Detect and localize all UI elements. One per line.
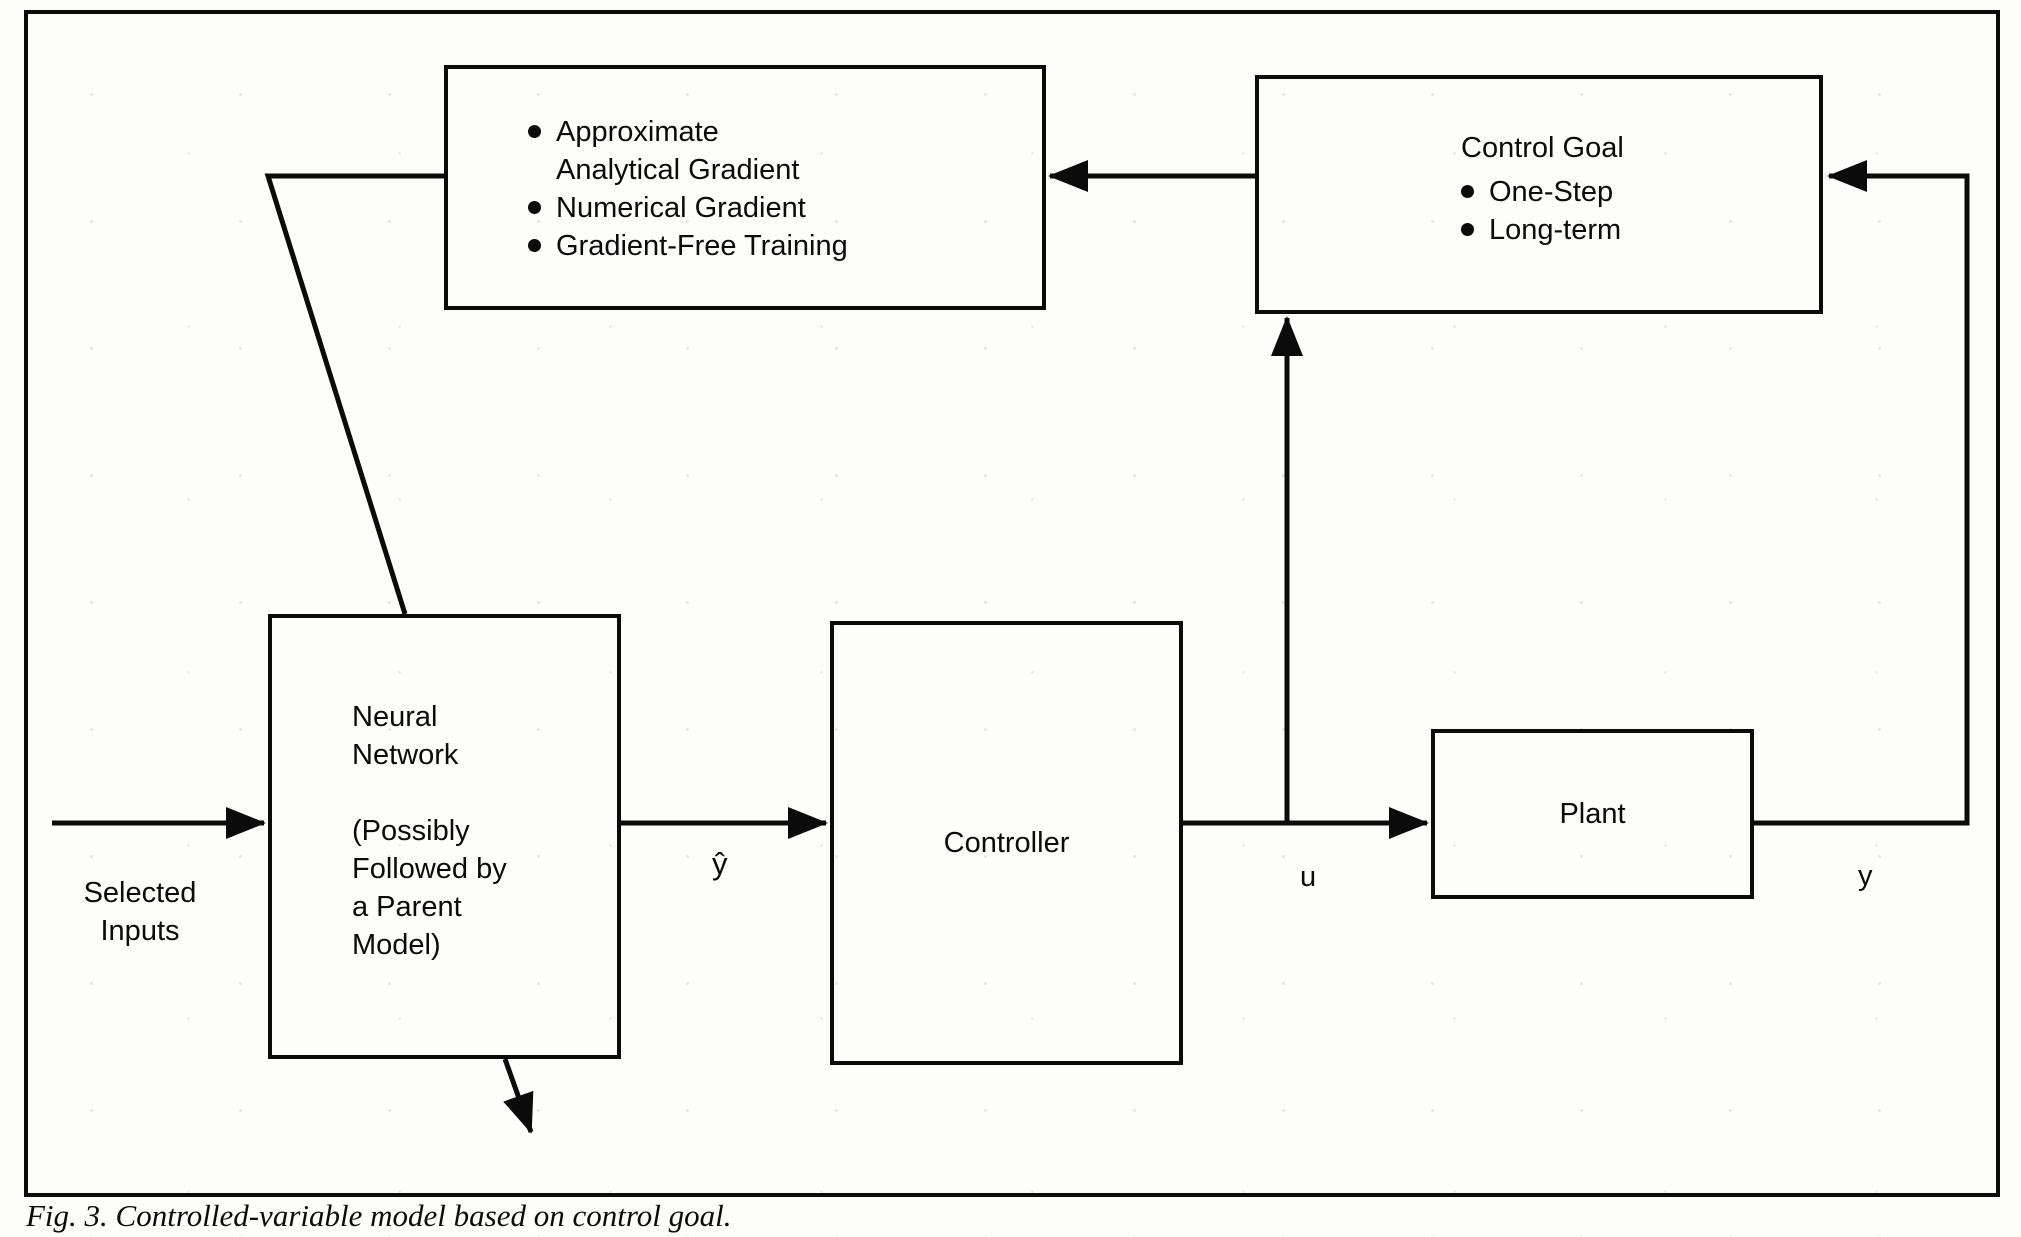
neural-network-label: Network [352,739,459,771]
plant-label: Plant [1559,798,1626,830]
controller-label: Controller [943,827,1070,859]
figure-border [24,10,2000,1197]
list-item: One-Step [1461,173,1799,211]
selected-inputs-line1: Selected [83,877,197,909]
y-label: y [1858,860,1873,892]
training-method-label: Numerical Gradient [556,192,806,224]
u-label: u [1300,861,1317,893]
control-goal-box: Control Goal One-Step Long-term [1255,75,1823,314]
list-item: Approximate Analytical Gradient [528,113,1022,189]
bullet-icon [1461,223,1474,236]
bullet-icon [528,125,541,138]
bullet-icon [528,201,541,214]
control-goal-title: Control Goal [1461,132,1624,164]
figure-caption: Fig. 3. Controlled-variable model based … [26,1198,732,1233]
control-goal-option: One-Step [1489,176,1614,208]
control-goal-option: Long-term [1489,214,1622,246]
selected-inputs-line2: Inputs [100,915,180,947]
list-item: Gradient-Free Training [528,227,1022,265]
list-item: Long-term [1461,211,1799,249]
neural-network-label: Followed by [352,853,507,885]
controller-box: Controller [830,621,1183,1065]
plant-box: Plant [1431,729,1754,899]
y-hat-label: ŷ [712,846,728,881]
neural-network-label: Neural [352,701,438,733]
training-method-label: Gradient-Free Training [556,230,848,262]
training-methods-box: Approximate Analytical Gradient Numerica… [444,65,1046,310]
training-method-label: Approximate Analytical Gradient [556,116,800,186]
neural-network-box: Neural Network (Possibly Followed by a P… [268,614,621,1059]
bullet-icon [1461,185,1474,198]
list-item: Numerical Gradient [528,189,1022,227]
bullet-icon [528,239,541,252]
selected-inputs-label: Selected Inputs [55,874,225,950]
neural-network-label: (Possibly [352,815,470,847]
neural-network-label: Model) [352,929,441,961]
neural-network-label: a Parent [352,891,462,923]
